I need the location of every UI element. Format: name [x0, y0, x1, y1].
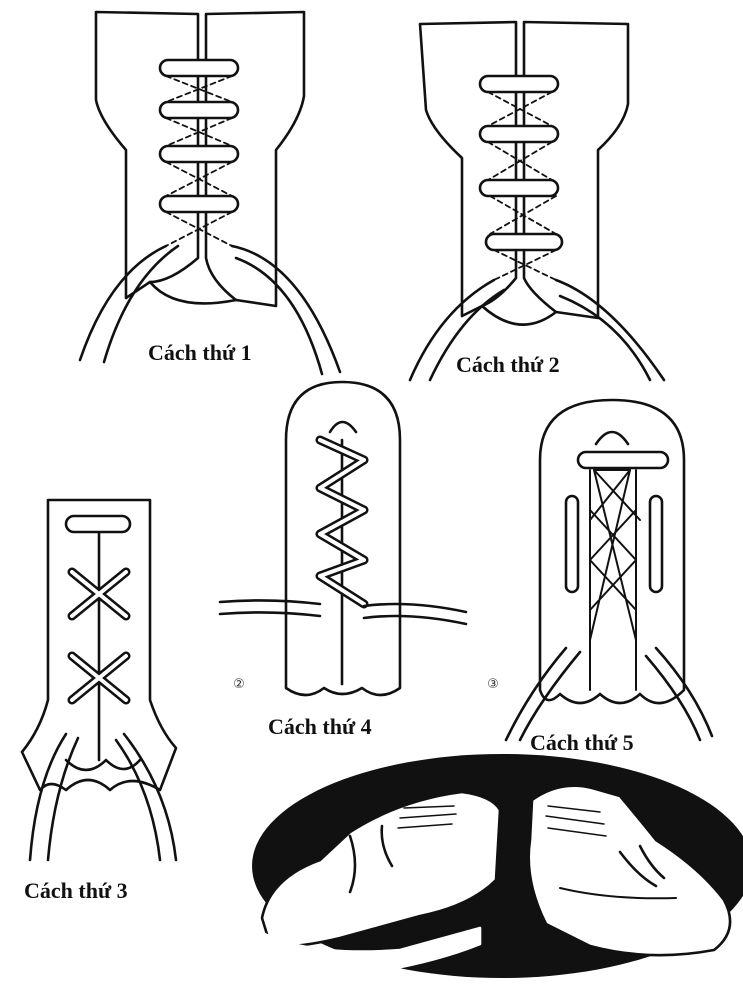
method5-number-marker: ③ — [484, 676, 502, 694]
method1-diagram — [80, 12, 340, 374]
method5-top-loop — [596, 432, 628, 444]
caption-method1: Cách thứ 1 — [148, 340, 252, 366]
caption-method4: Cách thứ 4 — [268, 714, 372, 740]
shoes-illustration — [250, 754, 743, 978]
method3-lace-end-left — [30, 734, 78, 860]
method5-lace-edges — [590, 470, 636, 690]
method2-lace-bar — [486, 234, 562, 250]
method2-lace-bar — [480, 126, 558, 142]
method5-diagram — [506, 400, 712, 740]
method1-tongue — [150, 282, 236, 303]
method4-lace-end-right — [364, 604, 466, 624]
method4-diagram — [220, 382, 466, 695]
method1-lace-bar — [160, 146, 238, 162]
method2-diagram — [410, 22, 664, 380]
method2-left-flap — [420, 22, 516, 316]
method2-right-flap — [524, 22, 628, 318]
method2-tongue — [482, 306, 556, 325]
method3-diagram — [22, 500, 176, 860]
method4-number-marker: ② — [230, 676, 248, 694]
method2-lace-end-right — [556, 280, 664, 380]
method5-side-bar-right — [650, 496, 662, 592]
method4-top-loop — [330, 422, 356, 432]
method3-lace-end-right — [116, 734, 176, 860]
method5-lace-lattice — [590, 470, 640, 640]
method3-lace-bar — [66, 516, 130, 532]
method1-lace-bar — [160, 102, 238, 118]
method1-lace-bar — [160, 196, 238, 212]
method2-lace-bar — [480, 76, 558, 92]
caption-method2: Cách thứ 2 — [456, 352, 560, 378]
method5-side-bar-left — [566, 496, 578, 592]
caption-method3: Cách thứ 3 — [24, 878, 128, 904]
method1-lace-bar — [160, 60, 238, 76]
method4-lace-end-left — [220, 600, 320, 616]
method2-lace-bar — [480, 180, 558, 196]
method5-lace-bar — [578, 452, 668, 468]
caption-method5: Cách thứ 5 — [530, 730, 634, 756]
